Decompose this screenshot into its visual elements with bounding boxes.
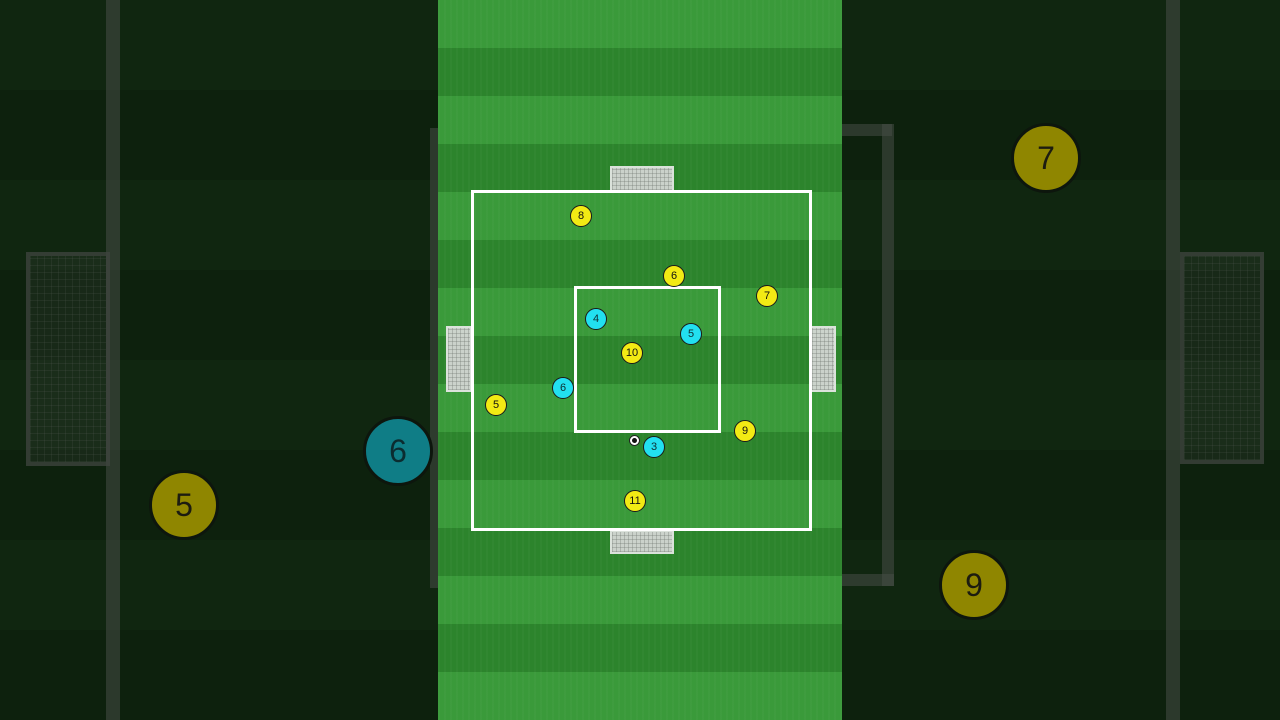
player-token-yellow: 5 <box>485 394 507 416</box>
background-goal <box>1180 252 1264 464</box>
player-token-yellow: 7 <box>756 285 778 307</box>
player-token-cyan: 5 <box>680 323 702 345</box>
outer-grid-box <box>471 190 812 531</box>
pitch: 8 6 7 4 5 10 6 5 9 3 11 <box>438 0 842 720</box>
background-line <box>106 0 120 720</box>
player-token-cyan: 3 <box>643 436 665 458</box>
player-token-yellow: 6 <box>663 265 685 287</box>
left-goal <box>446 326 472 392</box>
background-player-token: 9 <box>939 550 1009 620</box>
player-token-cyan: 4 <box>585 308 607 330</box>
inner-grid-box <box>574 286 721 433</box>
player-token-yellow: 8 <box>570 205 592 227</box>
background-line <box>842 574 894 586</box>
background-line <box>1166 0 1180 720</box>
background-player-token: 5 <box>149 470 219 540</box>
player-token-yellow: 9 <box>734 420 756 442</box>
background-line <box>842 124 892 136</box>
soccer-ball-icon <box>628 434 640 446</box>
background-player-token: 6 <box>363 416 433 486</box>
right-goal <box>810 326 836 392</box>
top-goal <box>610 166 674 192</box>
player-token-yellow: 10 <box>621 342 643 364</box>
background-line <box>882 124 894 586</box>
bottom-goal <box>610 530 674 554</box>
background-goal <box>26 252 110 466</box>
player-token-cyan: 6 <box>552 377 574 399</box>
background-player-token: 7 <box>1011 123 1081 193</box>
player-token-yellow: 11 <box>624 490 646 512</box>
